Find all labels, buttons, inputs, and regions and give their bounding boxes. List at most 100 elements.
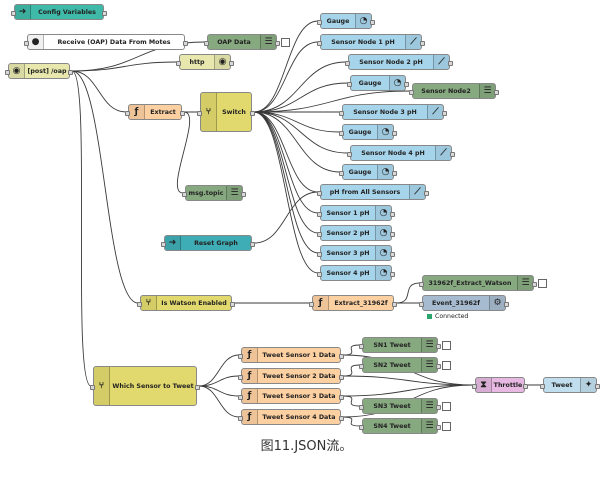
gauge-top-node[interactable]: Gauge◔ [317,13,375,29]
output-port[interactable] [195,384,200,390]
output-port[interactable] [442,110,447,116]
output-port[interactable] [392,301,397,307]
input-port[interactable] [317,271,322,277]
output-port[interactable] [339,374,344,380]
input-port[interactable] [359,343,364,349]
http-response-node[interactable]: http◉ [176,54,234,70]
input-port[interactable] [238,353,243,359]
output-port[interactable] [436,363,441,369]
output-port[interactable] [450,151,455,157]
output-port[interactable] [241,191,246,197]
gauge-sensor-3-ph[interactable]: Sensor 3 pH◔ [317,245,395,261]
debug-toggle-button[interactable] [281,38,290,47]
tweet-node[interactable]: Tweet✦ [540,377,600,393]
output-port[interactable] [180,110,185,116]
input-port[interactable] [11,10,16,16]
input-port[interactable] [409,89,414,95]
output-port[interactable] [339,394,344,400]
output-port[interactable] [339,415,344,421]
chart-sensor-node-3-ph[interactable]: Sensor Node 3 pH⟋ [339,104,447,120]
debug-sn1-tweet[interactable]: SN1 Tweet☰ [359,337,451,353]
debug-sn4-tweet[interactable]: SN4 Tweet☰ [359,418,451,434]
output-port[interactable] [392,130,397,136]
output-port[interactable] [448,60,453,66]
comment-receive-oap-node[interactable]: ●Receive (OAP) Data From Motes [24,34,188,50]
input-port[interactable] [238,415,243,421]
output-port[interactable] [250,110,255,116]
output-port[interactable] [390,211,395,217]
input-port[interactable] [90,384,95,390]
output-port[interactable] [532,281,537,287]
input-port[interactable] [238,394,243,400]
switch-node[interactable]: ⑂Switch [197,92,255,132]
output-port[interactable] [436,343,441,349]
output-port[interactable] [275,40,280,46]
output-port[interactable] [370,19,375,25]
input-port[interactable] [309,301,314,307]
input-port[interactable] [317,19,322,25]
input-port[interactable] [317,211,322,217]
input-port[interactable] [359,404,364,410]
output-port[interactable] [102,10,107,16]
input-port[interactable] [161,241,166,247]
output-port[interactable] [250,241,255,247]
input-port[interactable] [347,81,352,87]
reset-graph-node[interactable]: ➜Reset Graph [161,235,255,251]
which-sensor-to-tweet-node[interactable]: ⑂Which Sensor to Tweet [90,366,200,406]
input-port[interactable] [419,281,424,287]
output-port[interactable] [504,301,509,307]
input-port[interactable] [197,110,202,116]
gauge-sensor-4-ph[interactable]: Sensor 4 pH◔ [317,265,395,281]
debug-toggle-button[interactable] [442,361,451,370]
output-port[interactable] [339,353,344,359]
gauge-node-2[interactable]: Gauge◔ [347,75,409,91]
input-port[interactable] [347,151,352,157]
debug-31962f-extract-watson[interactable]: 31962f_Extract_Watson☰ [419,275,547,291]
output-port[interactable] [68,69,73,75]
is-watson-enabled-node[interactable]: ⑂Is Watson Enabled [137,295,235,311]
output-port[interactable] [390,271,395,277]
debug-sensor-node2[interactable]: Sensor Node2☰ [409,83,499,99]
gauge-sensor-2-ph[interactable]: Sensor 2 pH◔ [317,225,395,241]
gauge-node-3[interactable]: Gauge◔ [339,124,397,140]
debug-oap-data-node[interactable]: OAP Data☰ [204,34,290,50]
chart-ph-from-all-sensors[interactable]: pH from All Sensors⟋ [317,184,429,200]
output-port[interactable] [420,40,425,46]
chart-sensor-node-2-ph[interactable]: Sensor Node 2 pH⟋ [345,54,453,70]
input-port[interactable] [204,40,209,46]
output-port[interactable] [390,251,395,257]
debug-toggle-button[interactable] [442,402,451,411]
output-port[interactable] [390,231,395,237]
input-port[interactable] [317,190,322,196]
output-port[interactable] [183,40,188,46]
output-port[interactable] [229,60,234,66]
output-port[interactable] [523,383,528,389]
input-port[interactable] [419,301,424,307]
input-port[interactable] [125,110,130,116]
debug-sn3-tweet[interactable]: SN3 Tweet☰ [359,398,451,414]
input-port[interactable] [238,374,243,380]
input-port[interactable] [359,363,364,369]
debug-toggle-button[interactable] [442,422,451,431]
config-variables-node[interactable]: ➜Config Variables [11,4,107,20]
output-port[interactable] [404,81,409,87]
output-port[interactable] [424,190,429,196]
debug-toggle-button[interactable] [538,279,547,288]
input-port[interactable] [317,231,322,237]
iot-event-31962f-node[interactable]: Event_31962f⚙ [419,295,509,311]
input-port[interactable] [137,301,142,307]
input-port[interactable] [359,424,364,430]
input-port[interactable] [339,170,344,176]
input-port[interactable] [345,60,350,66]
output-port[interactable] [494,89,499,95]
input-port[interactable] [317,40,322,46]
output-port[interactable] [392,170,397,176]
input-port[interactable] [182,191,187,197]
input-port[interactable] [176,60,181,66]
throttle-node[interactable]: ⧗Throttle [472,377,528,393]
